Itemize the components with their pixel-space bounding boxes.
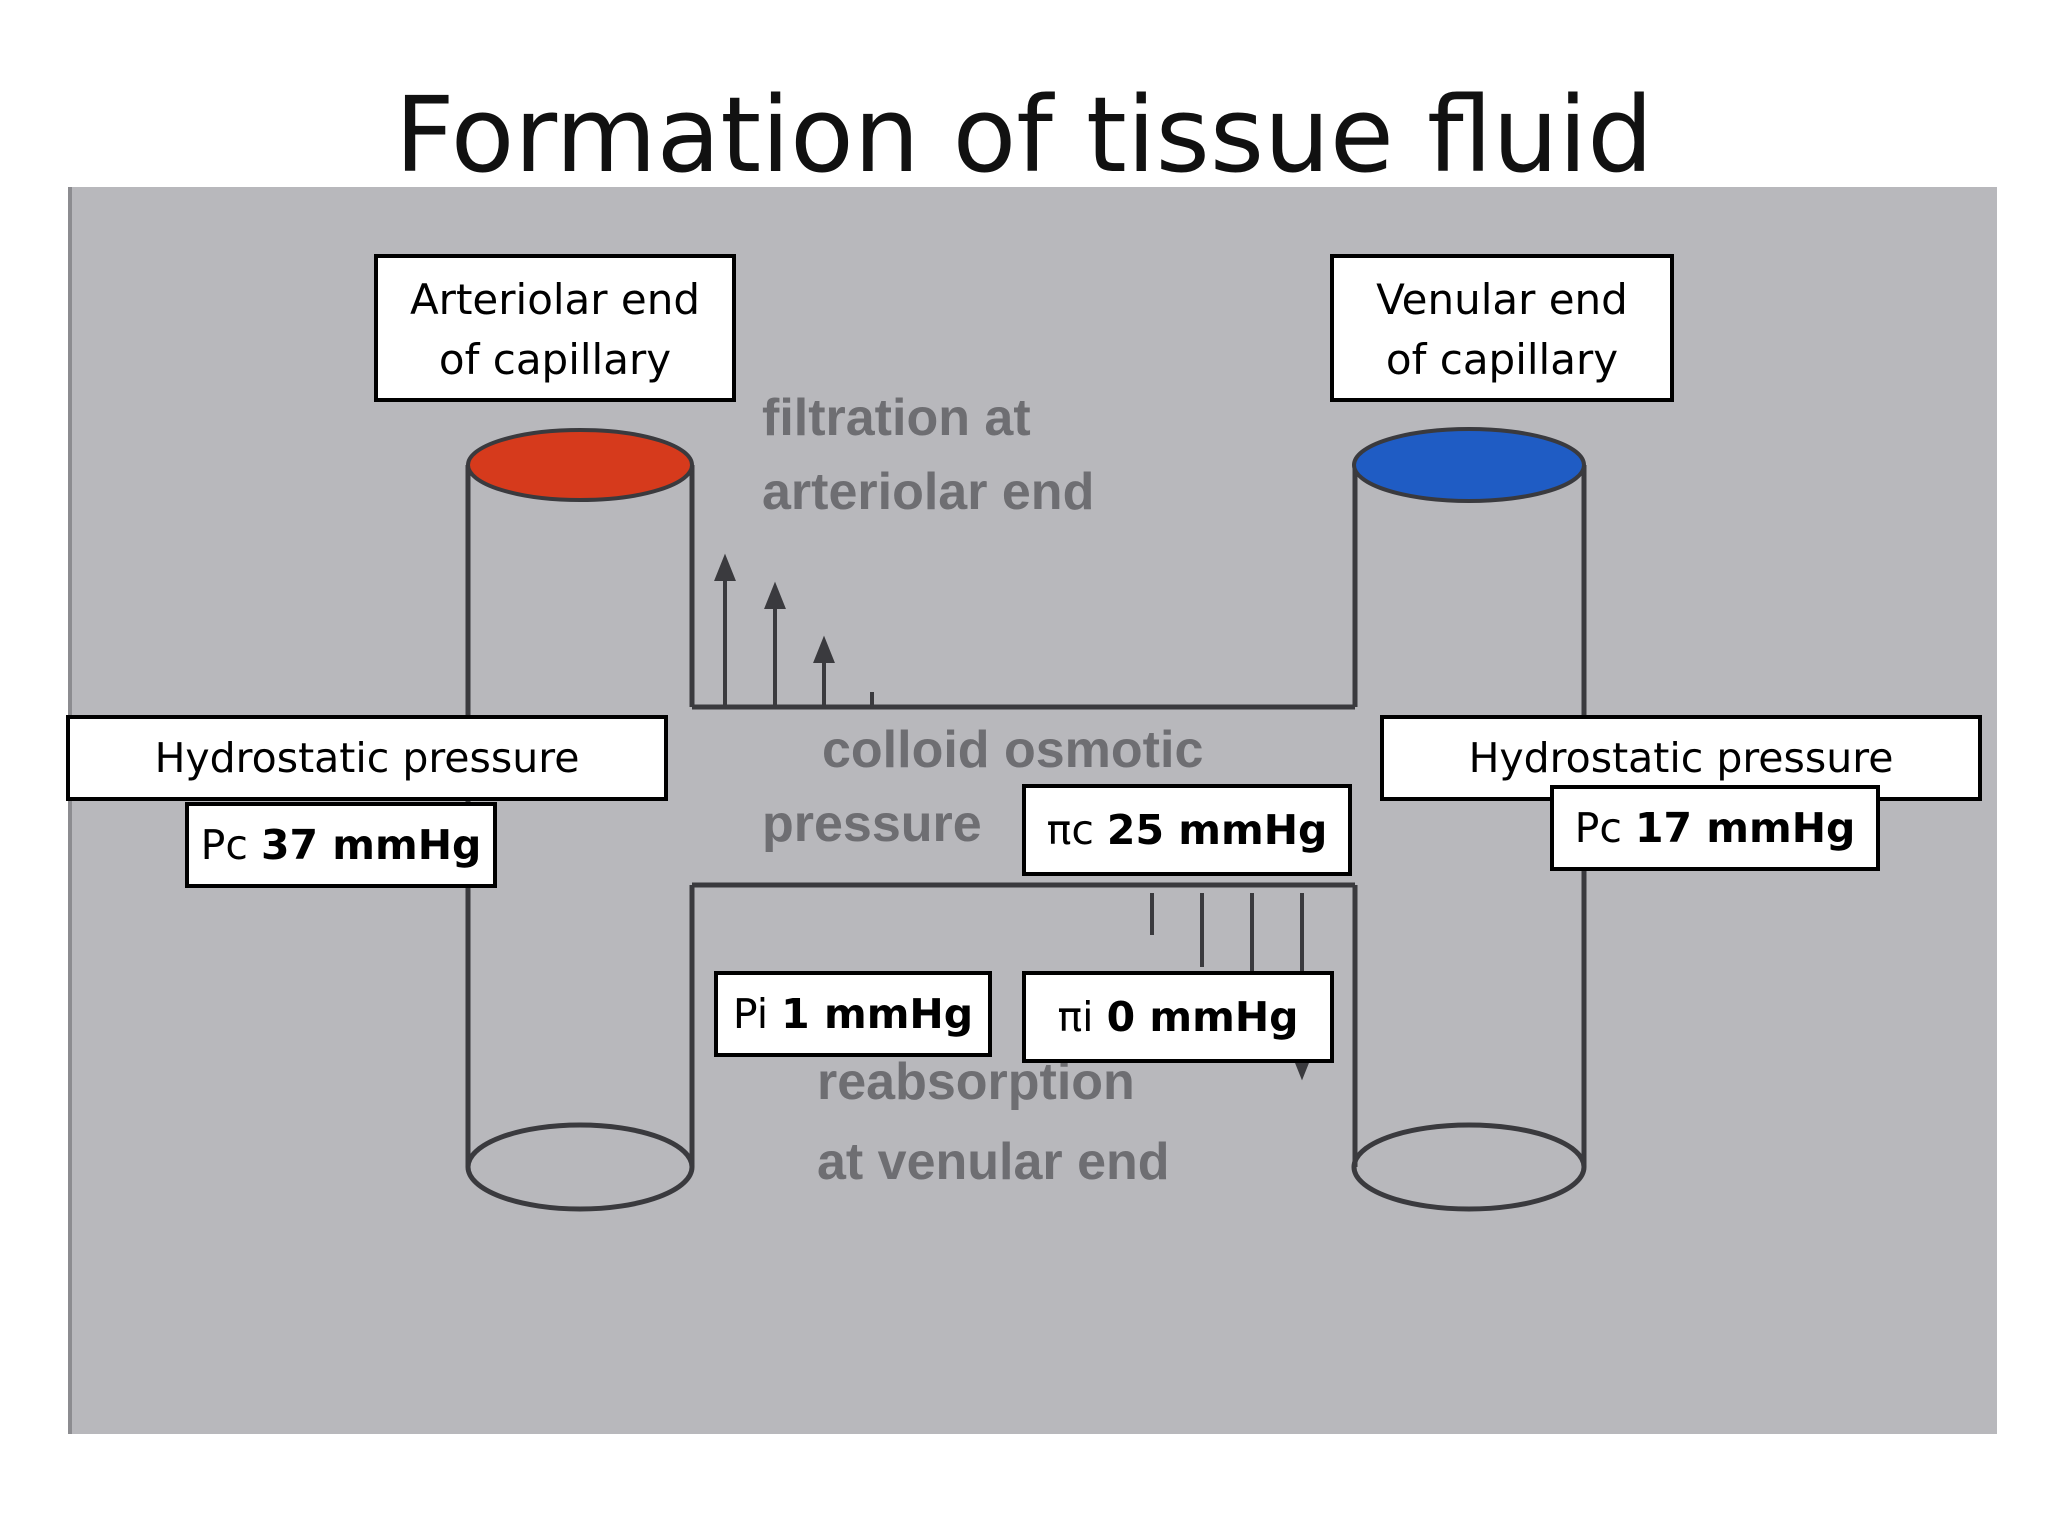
pc-left-value: 37 mmHg — [260, 821, 482, 869]
filtration-arrowhead-3 — [813, 635, 835, 663]
venular-end-line1: Venular end — [1376, 275, 1628, 324]
pc-right-label: Pc 17 mmHg — [1550, 785, 1880, 871]
pc-right-value: 17 mmHg — [1634, 804, 1856, 852]
arteriolar-cylinder-top — [466, 428, 694, 502]
pi-i-label: πi 0 mmHg — [1022, 971, 1334, 1063]
colloid-label-line1: colloid osmotic — [822, 721, 1203, 779]
filtration-label-line2: arteriolar end — [762, 463, 1094, 521]
slide-title: Formation of tissue fluid — [394, 74, 1654, 196]
venular-end-line2: of capillary — [1385, 335, 1619, 384]
colloid-label-line2: pressure — [762, 795, 982, 853]
filtration-arrows — [714, 553, 874, 707]
reabsorption-label-line2: at venular end — [817, 1133, 1170, 1191]
arteriolar-cylinder-bottom — [465, 1122, 695, 1212]
arteriolar-end-line2: of capillary — [438, 335, 672, 384]
pi-c-symbol: πc — [1046, 806, 1094, 854]
pi-i-value: 0 mmHg — [1106, 993, 1299, 1041]
venular-cylinder-bottom — [1351, 1122, 1587, 1212]
pi-i-symbol: πi — [1057, 993, 1094, 1041]
filtration-arrowhead-2 — [764, 581, 786, 609]
pi-c-value: 25 mmHg — [1106, 806, 1328, 854]
filtration-arrowhead-1 — [714, 553, 736, 581]
venular-cylinder-top — [1352, 427, 1586, 503]
filtration-label-line1: filtration at — [762, 389, 1031, 447]
pi-c-label: πc 25 mmHg — [1022, 784, 1352, 876]
p-i-value: 1 mmHg — [781, 990, 974, 1038]
p-i-symbol: Pi — [732, 990, 769, 1038]
arteriolar-cylinder — [465, 428, 695, 1212]
pc-left-label: Pc 37 mmHg — [185, 802, 497, 888]
arteriolar-end-line1: Arteriolar end — [409, 275, 701, 324]
hydrostatic-pressure-right-label: Hydrostatic pressure — [1380, 715, 1982, 801]
pc-left-symbol: Pc — [200, 821, 248, 869]
hydrostatic-pressure-left-label: Hydrostatic pressure — [66, 715, 668, 801]
venular-end-label: Venular end of capillary — [1330, 254, 1674, 402]
arteriolar-end-label: Arteriolar end of capillary — [374, 254, 736, 402]
p-i-label: Pi 1 mmHg — [714, 971, 992, 1057]
diagram-drawing: filtration at arteriolar end colloid osm… — [465, 389, 1587, 1212]
pc-right-symbol: Pc — [1574, 804, 1622, 852]
